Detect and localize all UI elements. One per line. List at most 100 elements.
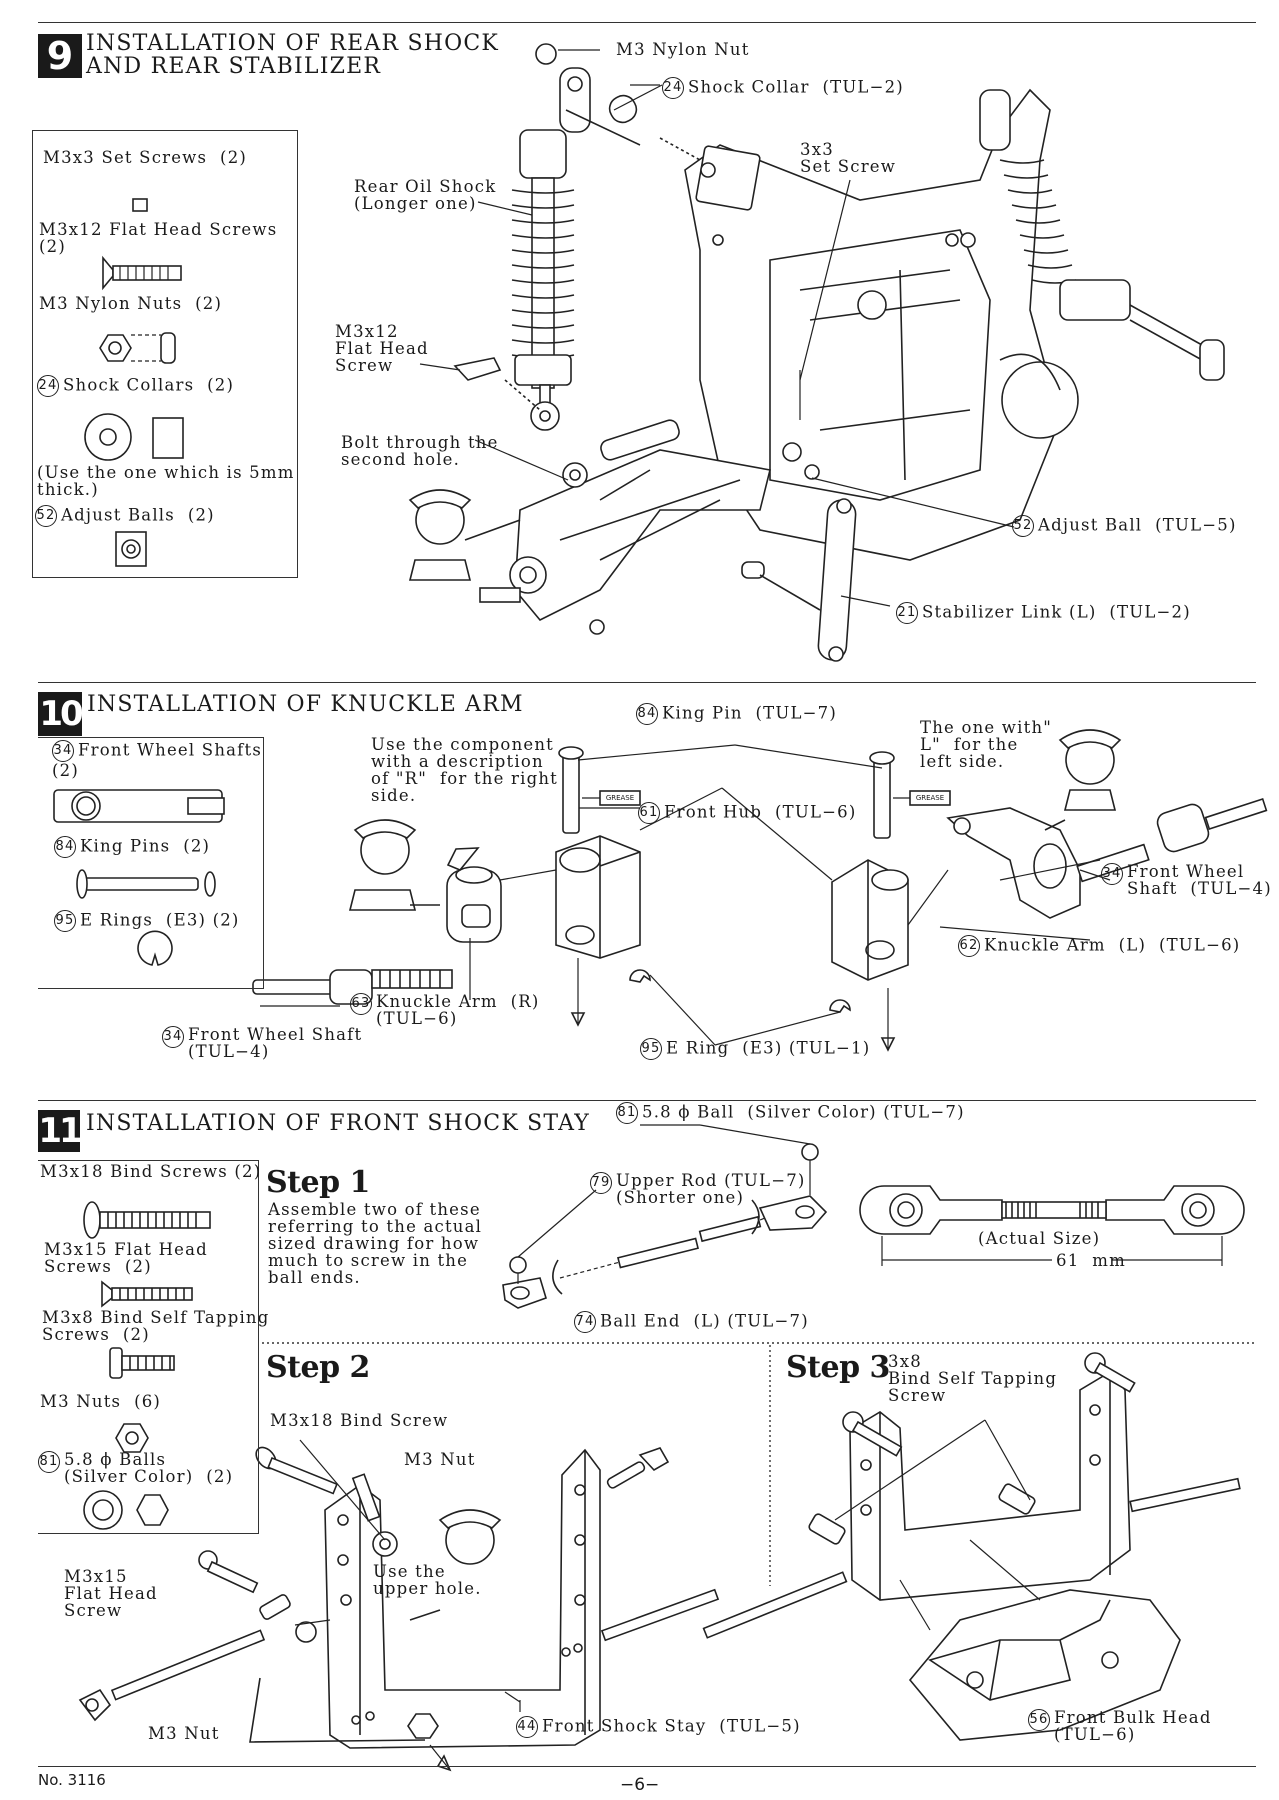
e-ring-icon <box>137 930 173 966</box>
label-bolt-through: Bolt through the second hole. <box>341 433 499 469</box>
circle-number-74: 74 <box>574 1311 596 1333</box>
label-knuckle-arm-l-text: Knuckle Arm (L) (TUL−6) <box>984 935 1241 955</box>
front-bulk-head-part <box>908 1589 1181 1741</box>
label-front-bulk-head-text: Front Bulk Head (TUL−6) <box>1054 1708 1212 1744</box>
circle-number-52: 52 <box>35 505 57 527</box>
mascot-illustration-11 <box>351 1473 502 1621</box>
circle-number-63: 63 <box>350 993 372 1015</box>
label-flat-head-screw: M3x12 Flat Head Screw <box>335 322 429 375</box>
section-11-title: INSTALLATION OF FRONT SHOCK STAY <box>86 1111 591 1136</box>
mascot-illustration-10b <box>1044 729 1122 831</box>
circle-number-95: 95 <box>54 910 76 932</box>
section-9-parts-box: M3x3 Set Screws (2) M3x12 Flat Head Scre… <box>32 130 298 578</box>
ball-end-right <box>758 1195 828 1231</box>
part-m3-nuts: M3 Nuts (6) <box>40 1392 162 1411</box>
part-front-wheel-shafts-text: Front Wheel Shafts (2) <box>52 740 262 780</box>
shock-collar-side-icon <box>152 417 184 459</box>
step-3-heading: Step 3 <box>786 1350 890 1385</box>
label-king-pin-text: King Pin (TUL−7) <box>662 703 837 723</box>
grease-label-l: GREASE <box>915 794 945 802</box>
upper-rod-part <box>617 1237 699 1269</box>
step-1-heading: Step 1 <box>266 1165 370 1200</box>
circle-number-34d: 34 <box>162 1026 184 1048</box>
section-9-title-line2: AND REAR STABILIZER <box>86 54 382 79</box>
front-shock-stay-drawing <box>78 1124 1255 1772</box>
label-rear-oil-shock: Rear Oil Shock (Longer one) <box>354 177 497 213</box>
label-61mm: 61 mm <box>1056 1251 1126 1270</box>
label-shock-collar-text: Shock Collar (TUL−2) <box>688 77 904 97</box>
king-pin-part-r <box>562 752 580 834</box>
label-the-one-with: The one with" L" for the left side. <box>920 718 1053 771</box>
part-tapping-screws: M3x8 Bind Self Tapping Screws (2) <box>42 1308 270 1344</box>
circle-number-21: 21 <box>896 602 918 624</box>
circle-number-62: 62 <box>958 935 980 957</box>
ball-part-left <box>509 1256 527 1274</box>
label-bind-screw: M3x18 Bind Screw <box>270 1411 449 1430</box>
section-10-title: INSTALLATION OF KNUCKLE ARM <box>87 692 524 717</box>
label-stabilizer-link-text: Stabilizer Link (L) (TUL−2) <box>922 602 1191 622</box>
circle-number-56: 56 <box>1028 1709 1050 1731</box>
label-front-wheel-shaft-right-text: Front Wheel Shaft (TUL−4) <box>1127 862 1272 898</box>
nylon-nut-part <box>535 43 557 65</box>
circle-number-81b: 81 <box>616 1102 638 1124</box>
section-11-parts-box: M3x18 Bind Screws (2) M3x15 Flat Head Sc… <box>38 1160 268 1534</box>
label-use-upper-hole: Use the upper hole. <box>373 1562 482 1598</box>
section-11-number: 11 <box>38 1110 83 1152</box>
section-11-rule <box>38 1100 1256 1101</box>
circle-number-79: 79 <box>590 1172 612 1194</box>
ball-part-right <box>801 1143 819 1161</box>
step-2-heading: Step 2 <box>266 1350 370 1385</box>
part-balls-text: 5.8 ϕ Balls (Silver Color) (2) <box>64 1450 234 1486</box>
front-wheel-shaft-right <box>1156 803 1210 853</box>
circle-number-34: 34 <box>52 740 74 762</box>
circle-number-24: 24 <box>37 375 59 397</box>
rear-shock-assembly-drawing <box>84 43 1225 662</box>
part-shock-collars-text: Shock Collars (2) <box>63 375 235 395</box>
e-ring-part-2 <box>829 999 851 1013</box>
circle-number-44: 44 <box>516 1716 538 1738</box>
label-bind-self-tapping-screw: 3x8 Bind Self Tapping Screw <box>888 1352 1058 1405</box>
label-m3-nut-top: M3 Nut <box>404 1450 476 1469</box>
label-actual-size: (Actual Size) <box>978 1229 1101 1248</box>
set-screw-icon <box>132 198 148 212</box>
section-9-title-line1: INSTALLATION OF REAR SHOCK <box>86 31 500 56</box>
part-bind-screws: M3x18 Bind Screws (2) <box>40 1162 262 1181</box>
label-ball-end-text: Ball End (L) (TUL−7) <box>600 1311 809 1331</box>
part-shock-collar-note: (Use the one which is 5mm thick.) <box>37 463 295 499</box>
circle-number-84: 84 <box>54 836 76 858</box>
label-front-wheel-shaft-left-text: Front Wheel Shaft (TUL−4) <box>188 1025 363 1061</box>
label-flat-head-screw-15: M3x15 Flat Head Screw <box>64 1567 158 1620</box>
label-m3-nut-bottom: M3 Nut <box>148 1724 220 1743</box>
knuckle-arm-l <box>946 807 1081 919</box>
circle-number-95b: 95 <box>640 1038 662 1060</box>
footer-rule <box>38 1766 1256 1767</box>
label-nylon-nut: M3 Nylon Nut <box>616 40 750 59</box>
top-rule <box>38 22 1256 23</box>
part-adjust-balls-text: Adjust Balls (2) <box>61 505 215 525</box>
label-ball-silver-text: 5.8 ϕ Ball (Silver Color) (TUL−7) <box>642 1102 965 1122</box>
circle-number-52b: 52 <box>1012 515 1034 537</box>
part-king-pins-text: King Pins (2) <box>80 836 211 856</box>
part-e-rings-text: E Rings (E3) (2) <box>80 910 240 930</box>
mascot-illustration-9 <box>408 489 521 581</box>
e-ring-part-1 <box>629 969 651 983</box>
